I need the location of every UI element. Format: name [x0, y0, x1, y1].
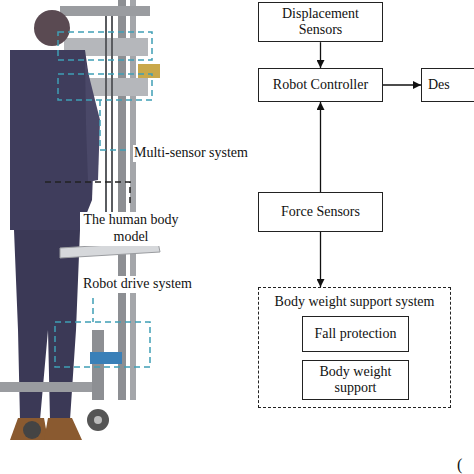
arm: [85, 60, 100, 182]
callout: [55, 32, 152, 367]
arrow-connector: [320, 102, 321, 192]
base-rail: [0, 382, 100, 392]
process-box: Force Sensors: [258, 192, 383, 232]
box-text: Displacement Sensors: [265, 6, 376, 38]
callout-label: (: [456, 455, 463, 474]
process-box: Des: [421, 68, 474, 102]
callout-label: Multi-sensor system: [133, 145, 249, 162]
head: [34, 10, 70, 46]
process-box: Robot Controller: [258, 68, 383, 102]
wheel-hub: [94, 416, 102, 424]
box-text: Fall protection: [314, 326, 396, 342]
cable: [105, 16, 107, 230]
drive-motor: [90, 352, 122, 364]
wheel: [23, 421, 41, 439]
wheel: [87, 409, 109, 431]
callout-label: Robot drive system: [82, 276, 193, 293]
shoe: [44, 418, 82, 440]
arrow-connector: [320, 42, 321, 68]
process-box: Body weight support: [302, 360, 409, 400]
box-text: Des: [428, 77, 450, 93]
frame-top: [60, 6, 150, 16]
box-text: Body weight support: [309, 364, 402, 396]
base-post: [92, 330, 104, 400]
torso: [10, 50, 95, 230]
group-box: Body weight support systemFall protectio…: [258, 287, 451, 408]
arrow-connector: [383, 84, 421, 85]
process-box: Displacement Sensors: [258, 2, 383, 42]
actuator: [138, 64, 160, 78]
box-text: Robot Controller: [273, 77, 368, 93]
shoe: [10, 418, 48, 440]
box-text: Force Sensors: [281, 204, 360, 220]
group-heading: Body weight support system: [263, 294, 446, 310]
cable: [111, 16, 113, 230]
callout-label: The human body model: [80, 212, 182, 246]
arrow-connector: [320, 232, 321, 287]
callout: [45, 182, 130, 204]
process-box: Fall protection: [302, 316, 409, 352]
